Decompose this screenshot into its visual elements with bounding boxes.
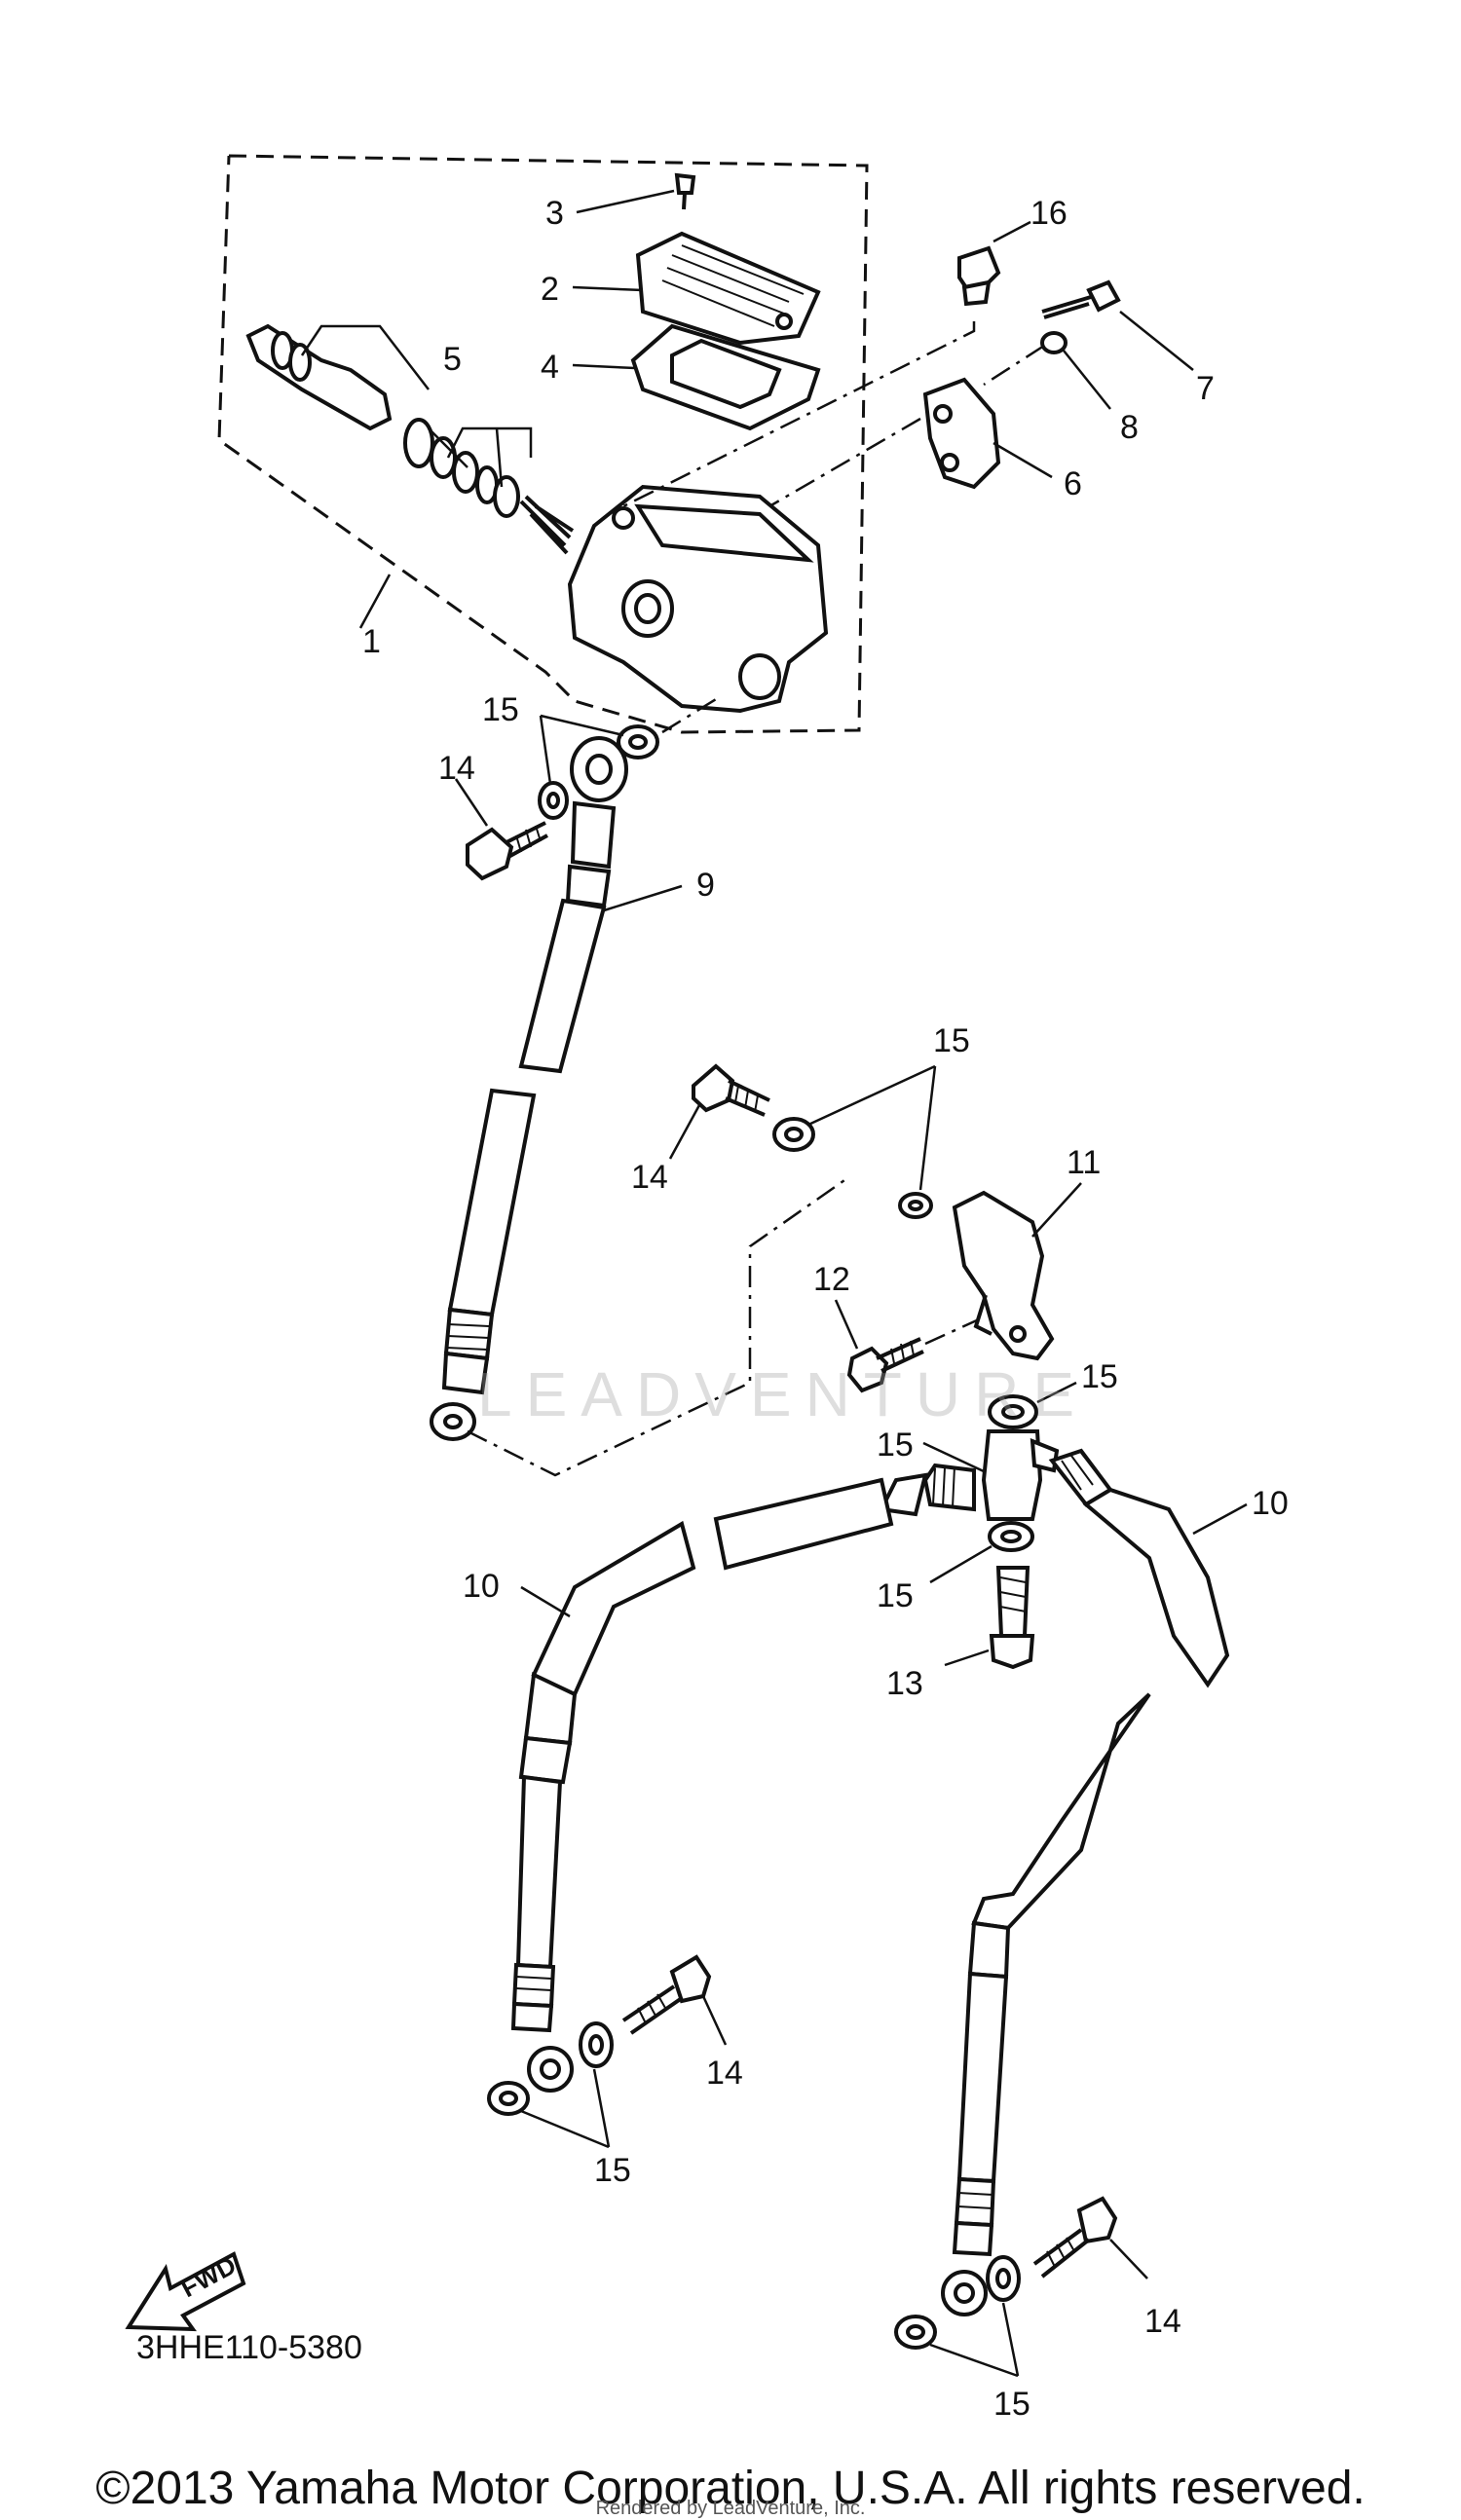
part-8-washer[interactable] <box>983 331 1111 410</box>
rendered-by-credit: Rendered by LeadVenture, Inc. <box>595 2498 866 2519</box>
part-15-washer-middle[interactable] <box>772 1064 937 1219</box>
callout-15-middle: 15 <box>933 1022 970 1059</box>
part-14-union-bolt-middle[interactable] <box>668 1063 770 1160</box>
watermark: LEADVENTURE <box>477 1359 1088 1429</box>
callout-4: 4 <box>541 349 559 386</box>
part-7-bolt[interactable] <box>1041 279 1194 371</box>
callout-15-top: 15 <box>482 691 519 728</box>
part-12-bolt[interactable] <box>834 1299 980 1393</box>
part-13-bolt[interactable] <box>944 1566 1035 1670</box>
part-14-union-bolt-lower-right[interactable] <box>1032 2196 1148 2279</box>
callout-14-lower-left: 14 <box>706 2055 743 2092</box>
part-9-upper-brake-hose[interactable] <box>430 736 848 1477</box>
part-10-right-brake-hose[interactable] <box>941 1448 1248 2316</box>
part-14-union-bolt-top[interactable] <box>454 778 548 881</box>
callout-14-top: 14 <box>438 750 475 787</box>
three-way-junction[interactable] <box>981 1429 1060 1521</box>
callout-15-junction-bottom: 15 <box>877 1577 914 1614</box>
callout-14-middle: 14 <box>631 1159 668 1196</box>
callout-15-junction-left: 15 <box>877 1427 914 1464</box>
part-4-diaphragm[interactable] <box>572 323 821 431</box>
callout-16: 16 <box>1030 195 1068 232</box>
callout-15-lower-left: 15 <box>594 2152 631 2189</box>
part-15-washer-top[interactable] <box>538 694 722 820</box>
callout-1: 1 <box>362 623 381 660</box>
callout-15-lower-right: 15 <box>993 2386 1030 2423</box>
callout-14-lower-right: 14 <box>1144 2303 1181 2340</box>
master-cylinder-body[interactable] <box>358 484 829 714</box>
part-3-screw[interactable] <box>576 172 696 214</box>
part-6-holder[interactable] <box>768 377 1053 508</box>
part-15-washer-lower-right[interactable] <box>894 2255 1021 2378</box>
callout-12: 12 <box>813 1261 850 1298</box>
part-2-reservoir-cap[interactable] <box>572 231 821 346</box>
part-15-washer-lower-left[interactable] <box>487 2021 614 2149</box>
callout-8: 8 <box>1120 409 1139 446</box>
callout-10-left: 10 <box>463 1568 500 1605</box>
part-16-cap-bolt[interactable] <box>622 220 1031 508</box>
callout-6: 6 <box>1064 465 1082 502</box>
callout-7: 7 <box>1196 370 1215 407</box>
fwd-arrow-icon: FWD <box>125 2250 246 2332</box>
callout-11: 11 <box>1067 1144 1101 1181</box>
callout-5: 5 <box>443 341 462 378</box>
part-11-brake-joint[interactable] <box>952 1182 1082 1361</box>
part-10-left-brake-hose[interactable] <box>510 1463 976 2093</box>
callout-15-junction-top: 15 <box>1081 1358 1118 1395</box>
callout-3: 3 <box>545 195 564 232</box>
callout-10-right: 10 <box>1252 1485 1289 1522</box>
part-15-washer-junction[interactable] <box>922 1381 1077 1584</box>
master-cylinder-assembly-outline <box>217 154 869 734</box>
callout-13: 13 <box>886 1665 923 1702</box>
copyright-notice: ©2013 Yamaha Motor Corporation, U.S.A. A… <box>95 2463 1366 2514</box>
diagram-code: 3HHE110-5380 <box>136 2329 362 2366</box>
part-14-union-bolt-lower-left[interactable] <box>621 1954 728 2046</box>
part-5-piston-kit[interactable] <box>245 323 575 555</box>
callout-2: 2 <box>541 271 559 308</box>
callout-9: 9 <box>696 867 715 904</box>
